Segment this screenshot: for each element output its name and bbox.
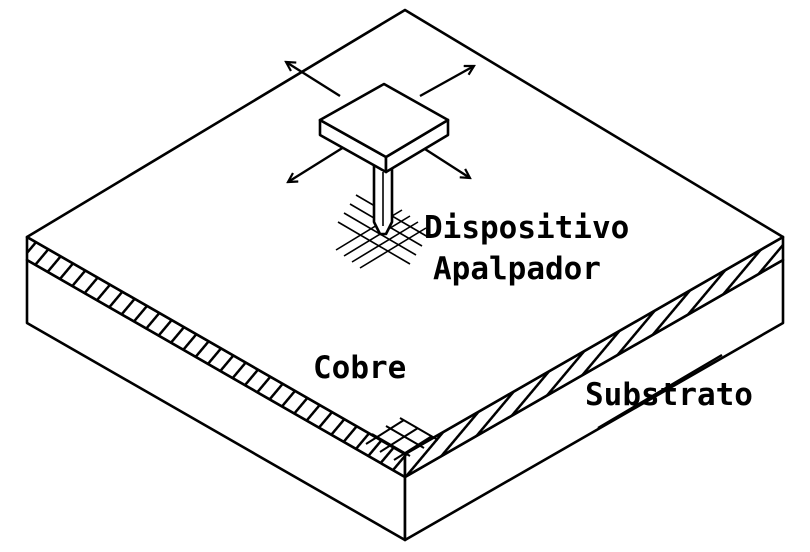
label-substrate: Substrato [585, 377, 753, 413]
substrate-leader-line [597, 353, 723, 430]
label-device-line1: Dispositivo [424, 210, 629, 246]
label-device-line2: Apalpador [433, 251, 601, 287]
probe-head-top [318, 82, 450, 159]
arrow-up-right [419, 66, 474, 98]
probe-device [318, 82, 450, 236]
corner-grid [365, 417, 439, 461]
arrow-down-left [288, 140, 353, 182]
arrow-up-left [286, 62, 341, 98]
label-copper: Cobre [313, 350, 406, 386]
